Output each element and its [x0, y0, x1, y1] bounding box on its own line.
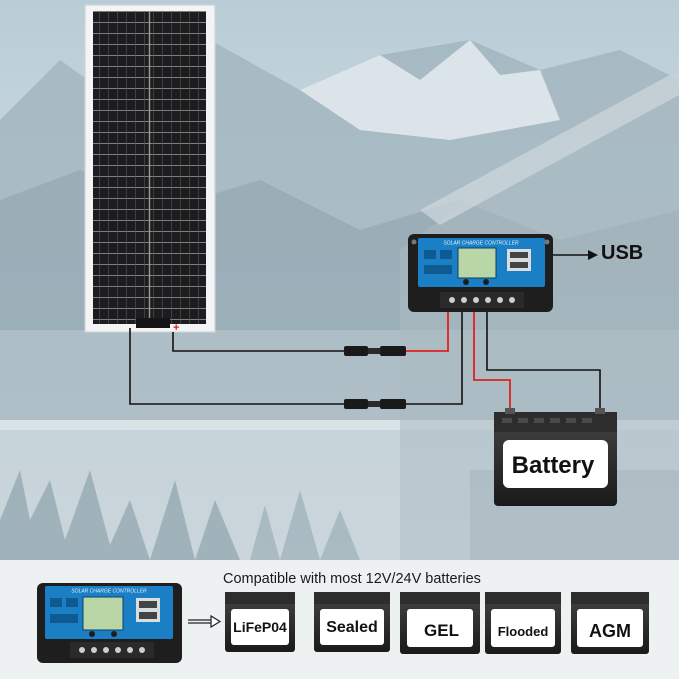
positive-terminal-sign: + — [173, 322, 179, 334]
battery-type-sealed — [314, 592, 390, 652]
battery-type-label: AGM — [589, 621, 631, 641]
battery-types — [225, 592, 649, 654]
battery-label: Battery — [511, 452, 595, 479]
battery-type-label: Flooded — [497, 624, 549, 639]
battery — [494, 408, 617, 506]
junction-box — [136, 318, 170, 328]
charge-controller-small: SOLAR CHARGE CONTROLLER — [37, 583, 182, 663]
compatibility-text: Compatible with most 12V/24V batteries — [223, 571, 481, 587]
solar-panel — [84, 4, 216, 333]
usb-label: USB — [601, 242, 644, 264]
battery-negative-wire — [486, 312, 601, 412]
battery-type-gel — [400, 592, 480, 654]
mc4-connector-positive — [344, 346, 406, 356]
charge-controller: SOLAR CHARGE CONTROLLER — [408, 234, 553, 312]
battery-type-flooded — [485, 592, 561, 654]
negative-wire — [129, 328, 350, 405]
battery-positive-wire — [473, 312, 511, 412]
mc4-connector-negative — [344, 399, 406, 409]
battery-type-lifepo4 — [225, 592, 295, 652]
battery-type-agm — [571, 592, 649, 654]
svg-text:SOLAR CHARGE CONTROLLER: SOLAR CHARGE CONTROLLER — [71, 589, 147, 595]
positive-wire — [172, 332, 345, 352]
battery-type-label: LiFeP04 — [233, 619, 287, 635]
arrow-right-icon — [188, 614, 222, 629]
battery-type-label: GEL — [424, 621, 459, 640]
svg-text:SOLAR CHARGE CONTROLLER: SOLAR CHARGE CONTROLLER — [443, 241, 519, 247]
battery-type-label: Sealed — [326, 619, 378, 636]
